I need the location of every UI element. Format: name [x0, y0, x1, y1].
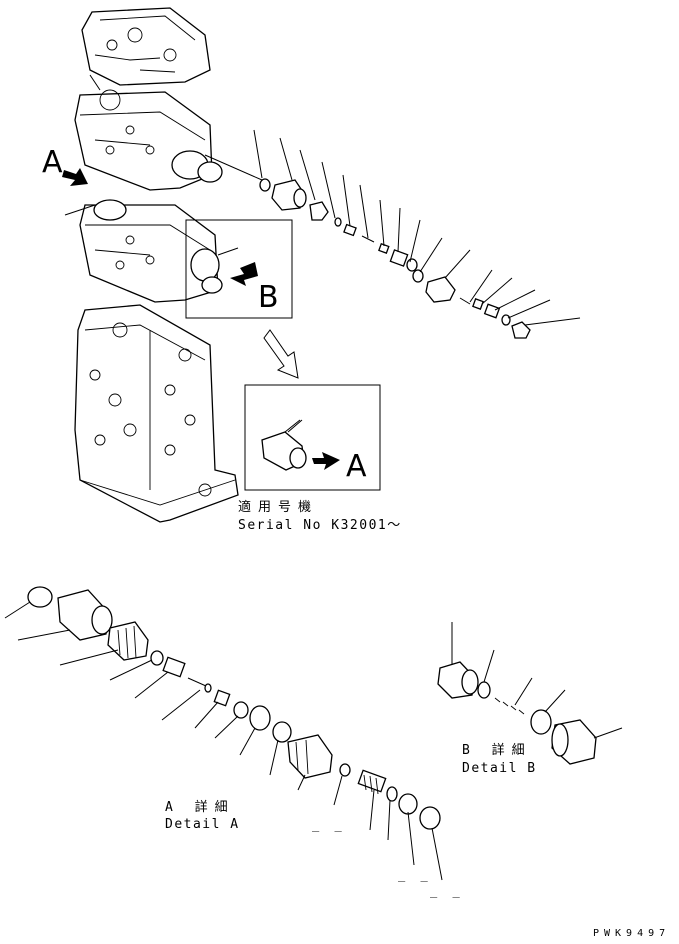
view-label-a: A [42, 145, 63, 180]
view-label-b: B [258, 280, 279, 315]
valve-top-cover [81, 7, 211, 86]
detail-b-parts [437, 661, 597, 765]
inset-arrow-a [312, 452, 340, 470]
detail-b-frame [185, 219, 293, 319]
inset-pointer-arrow [263, 329, 299, 379]
detail-b-japanese: B 詳細 [462, 743, 532, 758]
exploded-parts-upper [204, 154, 531, 339]
leader-lines-upper [64, 74, 581, 433]
inset-cartridge [261, 419, 307, 471]
detail-a-parts [27, 586, 441, 830]
applicability-japanese: 適用号機 [238, 500, 319, 515]
leader-lines-detail-a [4, 601, 443, 881]
detail-a-japanese: A 詳細 [165, 800, 235, 815]
drawing-code: PWK9497 [593, 928, 671, 939]
inset-label-a: A [346, 449, 367, 484]
inset-frame [244, 384, 381, 491]
dash-mark: _ _ [398, 868, 432, 882]
dash-mark: _ _ [312, 818, 346, 832]
leader-lines-detail-b [451, 622, 623, 739]
view-arrow-b [230, 262, 258, 286]
valve-section-2 [79, 199, 223, 303]
detail-b-english: Detail B [462, 761, 537, 776]
valve-section-1 [74, 89, 223, 191]
applicability-serial: Serial No K32001～ [238, 518, 402, 533]
view-arrow-a [62, 168, 88, 186]
dash-mark: _ _ [430, 884, 464, 898]
valve-body-main [74, 304, 239, 523]
detail-a-english: Detail A [165, 817, 240, 832]
